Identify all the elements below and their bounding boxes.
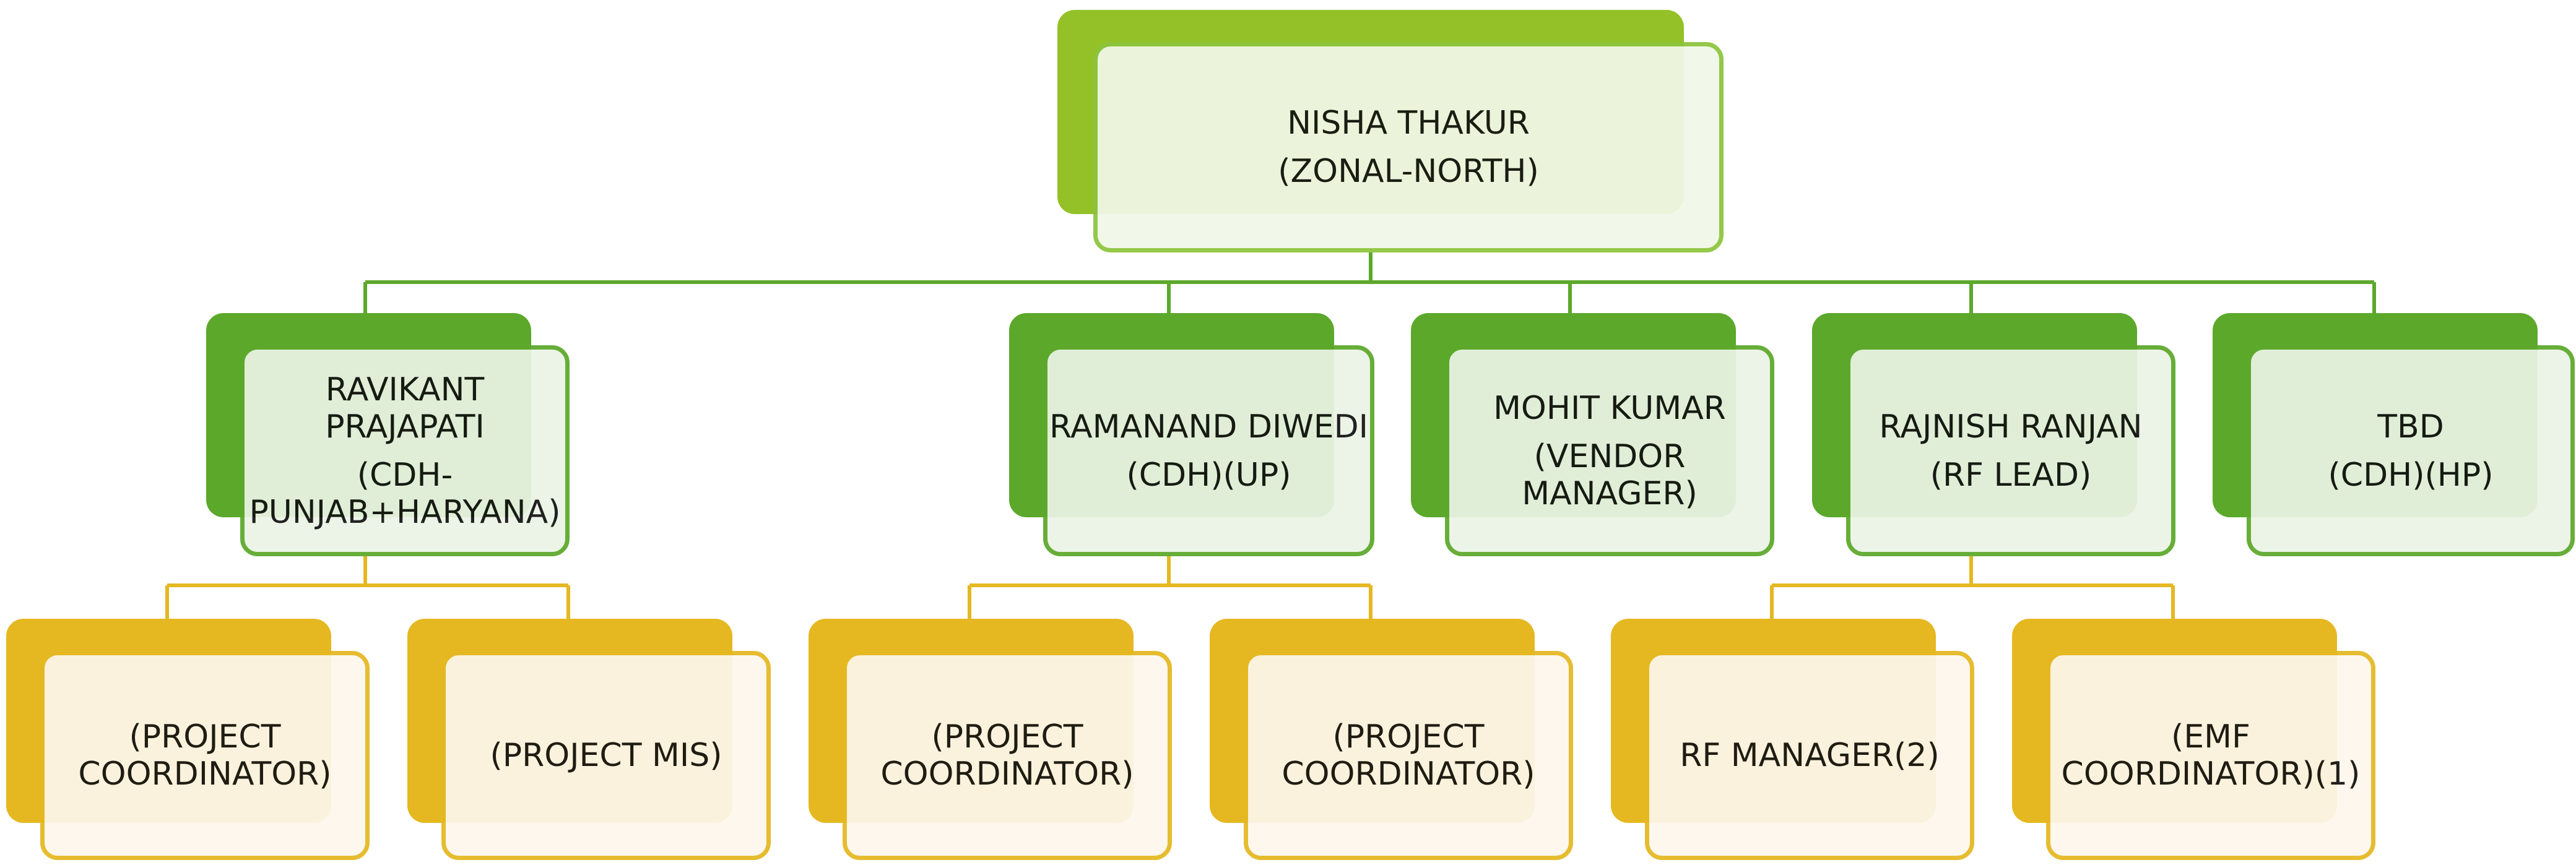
org-node-project-coordinator-2: (PROJECT COORDINATOR) — [809, 619, 1172, 860]
node-title-line1: (PROJECT — [931, 718, 1083, 755]
node-title-line2: COORDINATOR) — [880, 755, 1134, 793]
node-title-line1: (EMF — [2171, 718, 2250, 755]
node-name: RAMANAND DIWEDI — [1049, 408, 1368, 445]
org-node-nisha-thakur: NISHA THAKUR (ZONAL-NORTH) — [1057, 10, 1724, 252]
org-node-emf-coordinator: (EMF COORDINATOR)(1) — [2012, 619, 2375, 860]
org-node-ravikant-prajapati: RAVIKANT PRAJAPATI (CDH- PUNJAB+HARYANA) — [206, 313, 570, 556]
org-node-project-mis: (PROJECT MIS) — [407, 619, 771, 860]
org-node-project-coordinator-3: (PROJECT COORDINATOR) — [1210, 619, 1573, 860]
node-role: (RF LEAD) — [1930, 456, 2092, 494]
yellow-connector-lines — [165, 556, 2175, 619]
green-connector-lines — [363, 252, 2376, 313]
org-node-rf-manager: RF MANAGER(2) — [1611, 619, 1974, 860]
node-name: RAJNISH RANJAN — [1879, 408, 2143, 445]
node-role: (CDH)(HP) — [2328, 456, 2494, 494]
org-node-rajnish-ranjan: RAJNISH RANJAN (RF LEAD) — [1812, 313, 2175, 556]
node-role: (ZONAL-NORTH) — [1278, 153, 1539, 190]
node-name-line2: PRAJAPATI — [325, 408, 485, 445]
org-node-tbd: TBD (CDH)(HP) — [2213, 313, 2576, 556]
node-role: (CDH)(UP) — [1126, 456, 1291, 494]
node-title-line1: (PROJECT — [129, 718, 281, 755]
node-title-line1: (PROJECT — [1332, 718, 1485, 755]
node-title-line2: COORDINATOR)(1) — [2061, 755, 2361, 793]
node-role-line1: (CDH- — [357, 456, 453, 494]
node-title-line1: RF MANAGER(2) — [1680, 737, 1940, 774]
node-title-line2: COORDINATOR) — [78, 755, 332, 793]
node-role-line2: PUNJAB+HARYANA) — [249, 493, 561, 531]
org-node-ramanand-diwedi: RAMANAND DIWEDI (CDH)(UP) — [1009, 313, 1374, 556]
org-node-project-coordinator-1: (PROJECT COORDINATOR) — [6, 619, 370, 860]
node-name: NISHA THAKUR — [1287, 105, 1530, 142]
org-node-mohit-kumar: MOHIT KUMAR (VENDOR MANAGER) — [1411, 313, 1774, 556]
node-name: MOHIT KUMAR — [1493, 389, 1726, 427]
node-role-line2: MANAGER) — [1522, 475, 1698, 512]
node-name-line1: RAVIKANT — [325, 371, 485, 408]
node-role-line1: (VENDOR — [1533, 437, 1686, 475]
node-title-line2: COORDINATOR) — [1281, 755, 1535, 793]
node-title-line1: (PROJECT MIS) — [490, 737, 722, 774]
node-name: TBD — [2377, 408, 2444, 445]
